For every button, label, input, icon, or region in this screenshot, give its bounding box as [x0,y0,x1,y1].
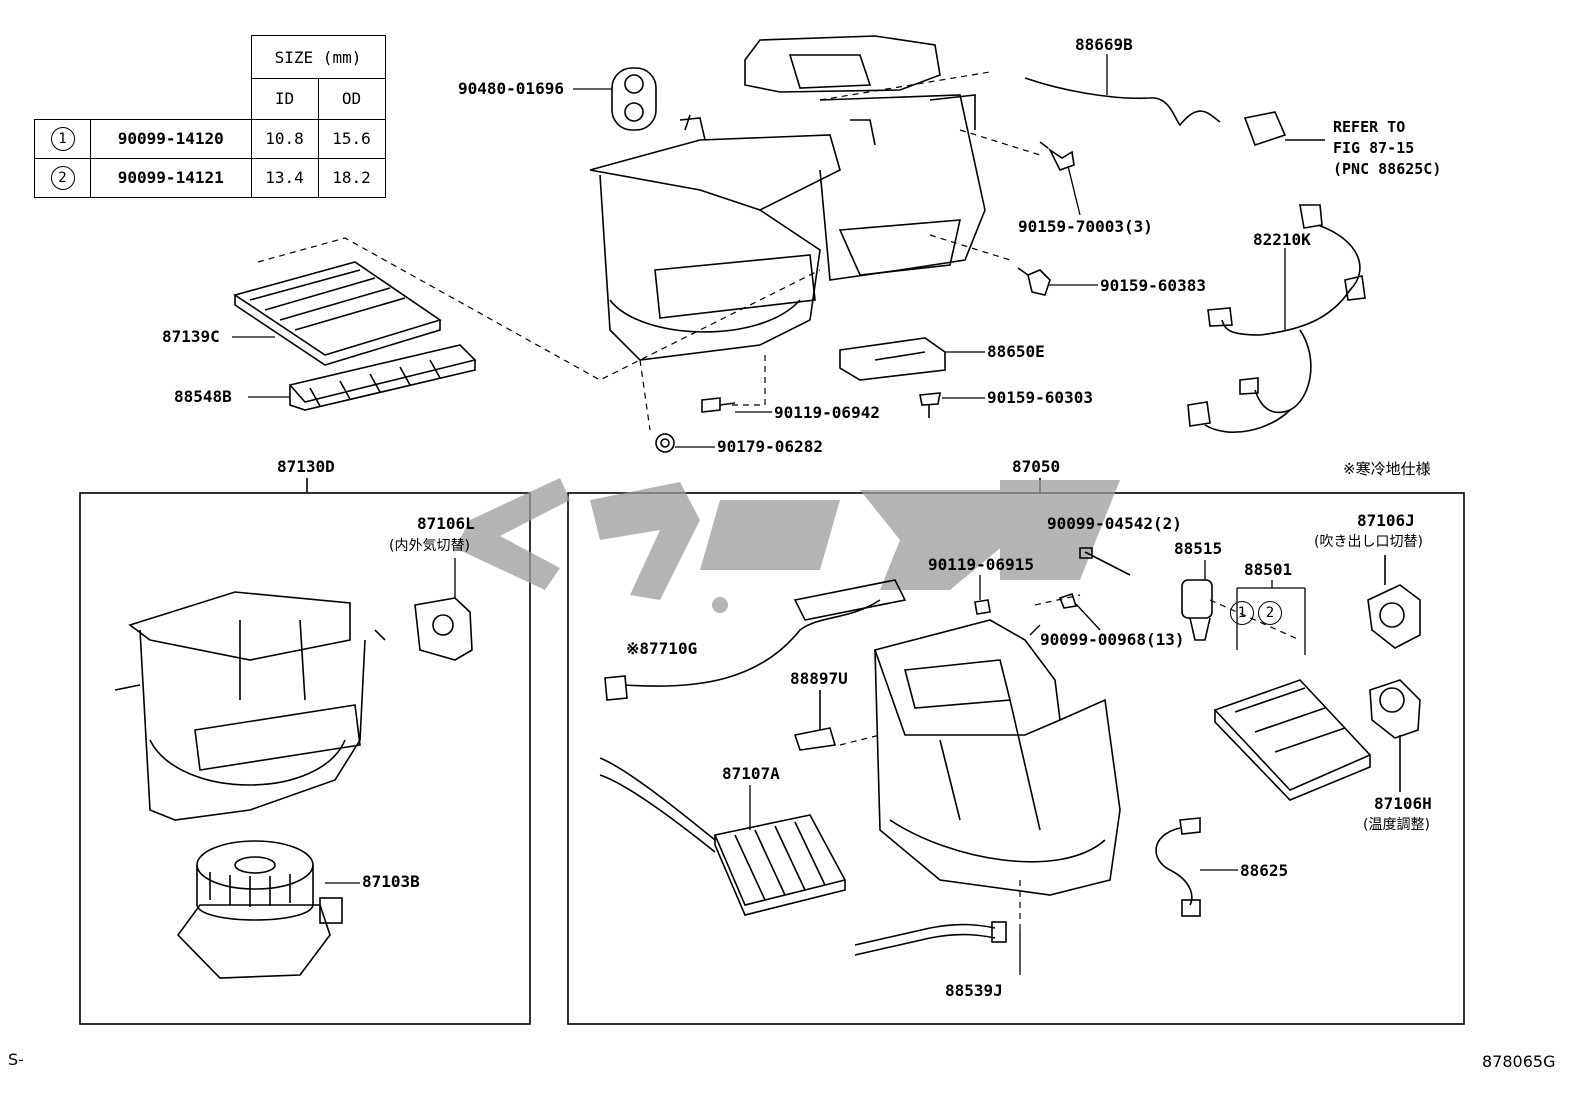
watermark-logo [455,478,1120,613]
label-88669b[interactable]: 88669B [1075,35,1133,54]
evaporator-tube-88539j [854,921,1007,956]
row-number: 1 [50,126,75,151]
table-row: 1 90099-14120 10.8 15.6 [34,118,386,159]
actuator-87106l [414,597,473,661]
refer-note: REFER TO FIG 87-15 (PNC 88625C) [1333,117,1441,180]
heater-case [873,619,1121,896]
bolt-90119-06915 [974,599,991,615]
label-87130d[interactable]: 87130D [277,457,335,476]
label-87107a[interactable]: 87107A [722,764,780,783]
screw-90159-60383 [1017,267,1051,296]
bolt-90119-06942 [701,397,736,413]
circle-2: 2 [1258,601,1282,625]
label-87139c[interactable]: 87139C [162,327,220,346]
label-90099-04542[interactable]: 90099-04542(2) [1047,514,1182,533]
label-88897u[interactable]: 88897U [790,669,848,688]
sensor-88625 [1155,817,1201,917]
filter-frame-88548b [288,344,477,411]
harness-87710g [604,579,907,701]
label-87106l-sub: (内外気切替) [389,538,470,554]
part-number: 90099-14120 [90,118,252,159]
row-number: 2 [50,165,75,190]
controller-88650e [839,337,946,381]
blower-motor-87103b [176,840,343,979]
label-82210k[interactable]: 82210K [1253,230,1311,249]
figure-code: 878065G [1482,1052,1556,1071]
label-87710g[interactable]: ※87710G [626,639,698,658]
label-90119-06915[interactable]: 90119-06915 [928,555,1034,574]
screw-90159-60303 [919,392,941,418]
col-id-header: ID [250,78,319,120]
screw-90099-04542 [1079,547,1131,576]
part-number: 90099-14121 [90,157,252,198]
grommet-90480-01696 [611,67,657,131]
id-value: 10.8 [250,118,319,159]
circle-1: 1 [1230,601,1254,625]
filter-87139c [233,261,442,366]
sensor-88897u [793,690,837,751]
label-87106j[interactable]: 87106J [1357,511,1415,530]
label-87050[interactable]: 87050 [1012,457,1061,476]
actuator-87106h [1369,679,1421,792]
table-row: 2 90099-14121 13.4 18.2 [34,157,386,198]
od-value: 15.6 [317,118,386,159]
od-value: 18.2 [317,157,386,198]
label-88539j[interactable]: 88539J [945,981,1003,1000]
label-90159-60383[interactable]: 90159-60383 [1100,276,1206,295]
label-87103b[interactable]: 87103B [362,872,420,891]
screw-90099-00968 [1058,592,1078,609]
size-header: SIZE (mm) [250,35,386,79]
blower-section-frame [79,492,531,1025]
label-90179-06282[interactable]: 90179-06282 [717,437,823,456]
nut-90179-06282 [655,433,675,453]
label-90099-00968[interactable]: 90099-00968(13) [1040,630,1185,649]
label-88515[interactable]: 88515 [1174,539,1223,558]
heater-core-87107a [599,757,847,916]
blower-case-87130d [114,591,386,821]
label-87106j-sub: (吹き出し口切替) [1314,534,1423,550]
valve-88515 [1181,579,1213,641]
cold-region-note: ※寒冷地仕様 [1343,460,1431,478]
hvac-unit-upper [589,35,986,361]
id-value: 13.4 [250,157,319,198]
label-88625[interactable]: 88625 [1240,861,1289,880]
harness-82210k [1187,204,1366,433]
size-table: SIZE (mm) ID OD 1 90099-14120 10.8 15.6 … [34,35,386,198]
label-90480-01696[interactable]: 90480-01696 [458,79,564,98]
label-90159-60303[interactable]: 90159-60303 [987,388,1093,407]
actuator-87106j [1367,555,1421,649]
label-87106l[interactable]: 87106L [417,514,475,533]
label-87106h-sub: (温度調整) [1363,817,1430,833]
footer-left: S- [8,1050,24,1069]
label-87106h[interactable]: 87106H [1374,794,1432,813]
col-od-header: OD [317,78,386,120]
label-88650e[interactable]: 88650E [987,342,1045,361]
refer-line-1: REFER TO [1333,118,1406,136]
screw-90159-70003 [1039,141,1075,171]
refer-line-2[interactable]: FIG 87-15 [1333,139,1415,157]
label-88548b[interactable]: 88548B [174,387,232,406]
refer-line-3: (PNC 88625C) [1333,160,1442,178]
label-90119-06942[interactable]: 90119-06942 [774,403,880,422]
harness-88669b [1024,77,1325,147]
label-90159-70003[interactable]: 90159-70003(3) [1018,217,1153,236]
evaporator-88501 [1213,679,1372,801]
label-88501[interactable]: 88501 [1244,560,1293,579]
